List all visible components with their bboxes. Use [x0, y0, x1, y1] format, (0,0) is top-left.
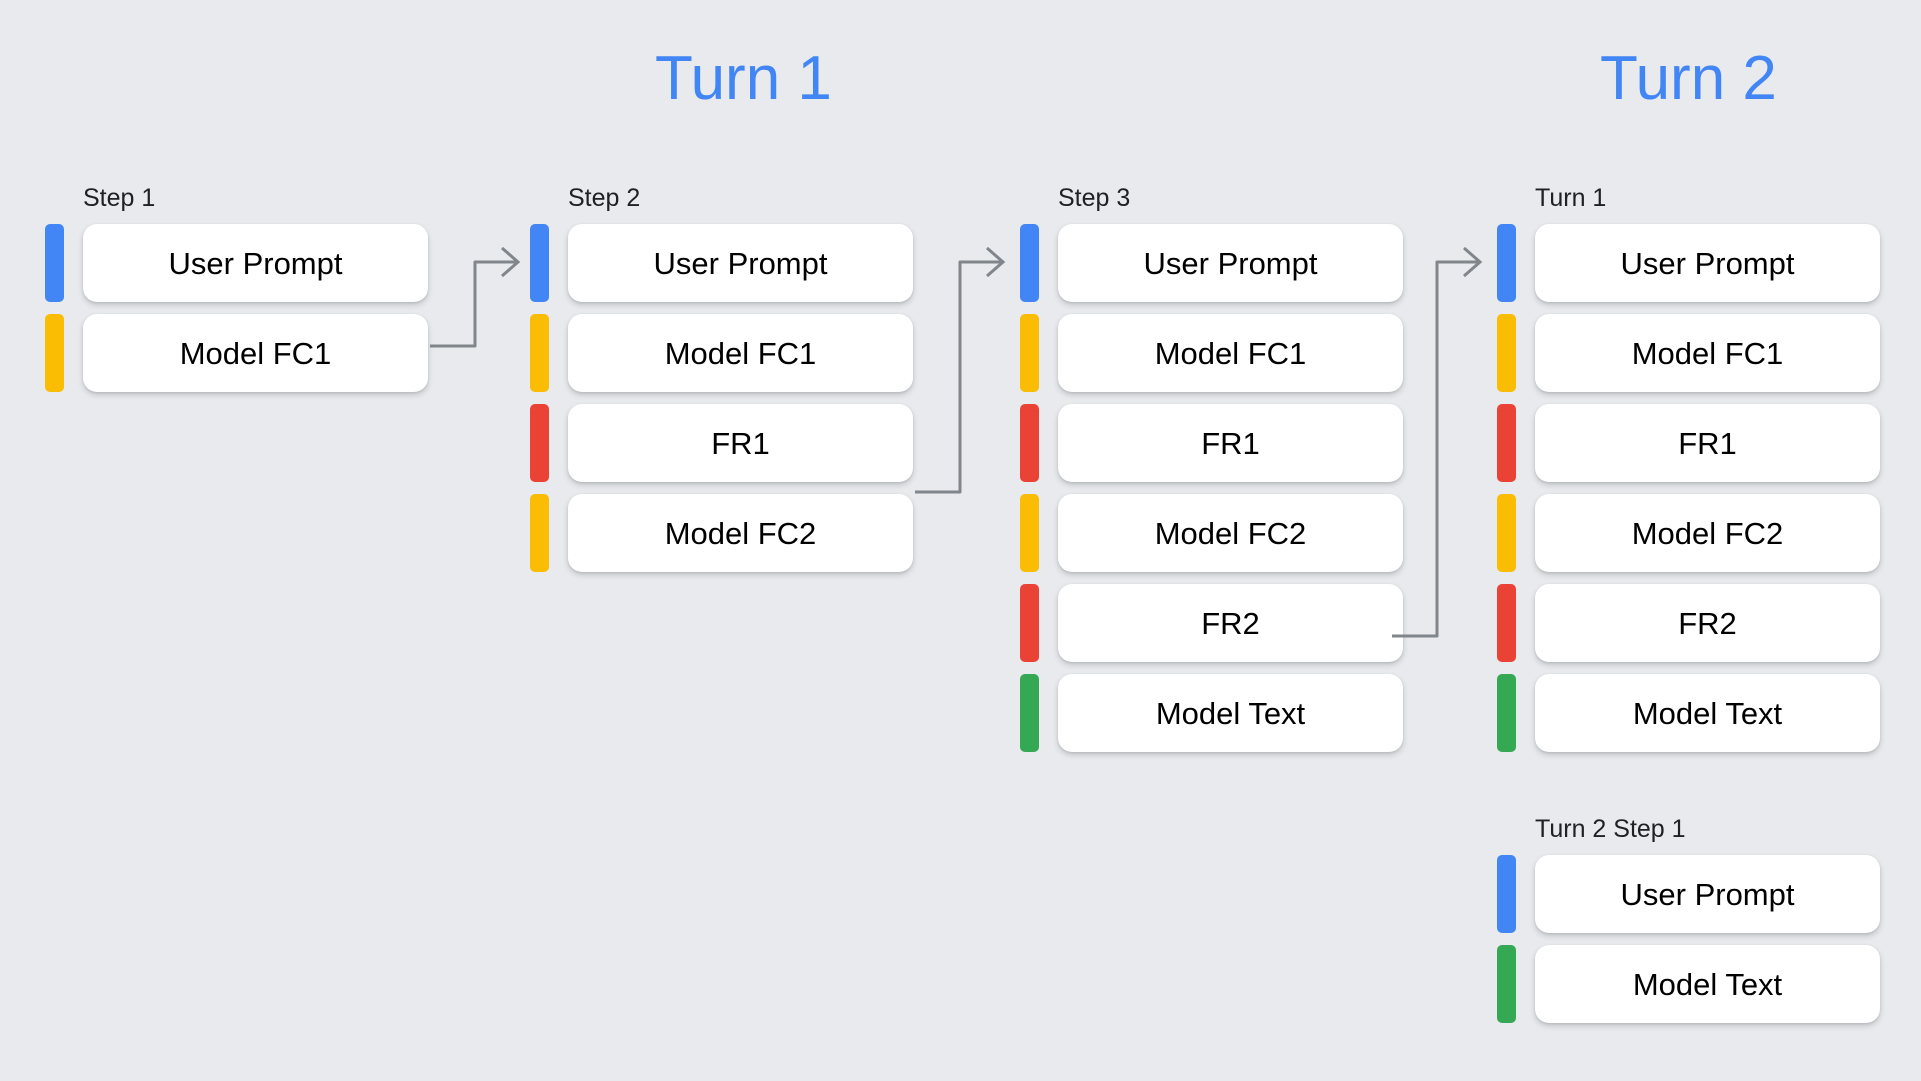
- turn-title-1: Turn 1: [655, 44, 832, 113]
- content-card[interactable]: Model FC2: [1535, 494, 1880, 572]
- role-bar-model-fc: [45, 314, 64, 392]
- card-label: FR2: [1201, 605, 1260, 641]
- role-bar-func-response: [1020, 404, 1039, 482]
- card-label: Model FC2: [1154, 515, 1307, 551]
- content-card[interactable]: FR1: [1058, 404, 1403, 482]
- content-card[interactable]: FR2: [1058, 584, 1403, 662]
- role-bar-user-prompt: [1020, 224, 1039, 302]
- content-card[interactable]: Model FC2: [568, 494, 913, 572]
- column-label-step-1: Step 1: [83, 184, 156, 212]
- role-bar-user-prompt: [1497, 855, 1516, 933]
- column-label-step-2: Step 2: [568, 184, 641, 212]
- card-label: Model FC1: [1154, 335, 1307, 371]
- card-label: User Prompt: [1620, 876, 1795, 912]
- content-card[interactable]: FR2: [1535, 584, 1880, 662]
- role-bar-model-fc: [1020, 314, 1039, 392]
- card-label: User Prompt: [1143, 245, 1318, 281]
- content-card[interactable]: Model FC1: [1058, 314, 1403, 392]
- card-label: User Prompt: [168, 245, 343, 281]
- role-bar-user-prompt: [45, 224, 64, 302]
- content-card[interactable]: Model FC1: [1535, 314, 1880, 392]
- card-label: Model FC1: [664, 335, 817, 371]
- role-bar-model-text: [1497, 945, 1516, 1023]
- column-label-turn2-turn-1: Turn 1: [1535, 184, 1607, 212]
- column-label-turn2-step-1: Turn 2 Step 1: [1535, 815, 1686, 843]
- role-bar-func-response: [1020, 584, 1039, 662]
- content-card[interactable]: User Prompt: [83, 224, 428, 302]
- card-label: Model Text: [1155, 695, 1306, 731]
- content-card[interactable]: User Prompt: [1535, 855, 1880, 933]
- content-card[interactable]: User Prompt: [568, 224, 913, 302]
- role-bar-user-prompt: [1497, 224, 1516, 302]
- role-bar-model-fc: [530, 314, 549, 392]
- role-bar-user-prompt: [530, 224, 549, 302]
- connector-arrow-step1-to-step2: [430, 246, 521, 348]
- role-bar-model-fc: [1020, 494, 1039, 572]
- turn-title-2: Turn 2: [1600, 44, 1777, 113]
- role-bar-model-text: [1497, 674, 1516, 752]
- role-bar-model-fc: [530, 494, 549, 572]
- content-card[interactable]: Model FC1: [568, 314, 913, 392]
- content-card[interactable]: Model Text: [1058, 674, 1403, 752]
- role-bar-model-fc: [1497, 314, 1516, 392]
- content-card[interactable]: FR1: [568, 404, 913, 482]
- card-label: Model FC1: [1631, 335, 1784, 371]
- role-bar-func-response: [1497, 584, 1516, 662]
- card-label: Model Text: [1632, 966, 1783, 1002]
- content-card[interactable]: Model Text: [1535, 674, 1880, 752]
- content-card[interactable]: User Prompt: [1535, 224, 1880, 302]
- card-label: Model FC1: [179, 335, 332, 371]
- connector-arrow-step2-to-step3: [915, 246, 1006, 494]
- content-card[interactable]: User Prompt: [1058, 224, 1403, 302]
- card-label: Model Text: [1632, 695, 1783, 731]
- column-label-step-3: Step 3: [1058, 184, 1131, 212]
- role-bar-model-text: [1020, 674, 1039, 752]
- card-label: FR1: [1678, 425, 1737, 461]
- card-label: FR1: [711, 425, 770, 461]
- content-card[interactable]: Model Text: [1535, 945, 1880, 1023]
- role-bar-func-response: [530, 404, 549, 482]
- card-label: Model FC2: [664, 515, 817, 551]
- arrowhead-icon: [986, 246, 1006, 278]
- arrowhead-icon: [1463, 246, 1483, 278]
- card-label: FR1: [1201, 425, 1260, 461]
- card-label: FR2: [1678, 605, 1737, 641]
- content-card[interactable]: Model FC1: [83, 314, 428, 392]
- role-bar-model-fc: [1497, 494, 1516, 572]
- arrowhead-icon: [501, 246, 521, 278]
- content-card[interactable]: FR1: [1535, 404, 1880, 482]
- connector-arrow-step3-to-turn2turn1: [1392, 246, 1483, 638]
- card-label: Model FC2: [1631, 515, 1784, 551]
- card-label: User Prompt: [1620, 245, 1795, 281]
- card-label: User Prompt: [653, 245, 828, 281]
- content-card[interactable]: Model FC2: [1058, 494, 1403, 572]
- role-bar-func-response: [1497, 404, 1516, 482]
